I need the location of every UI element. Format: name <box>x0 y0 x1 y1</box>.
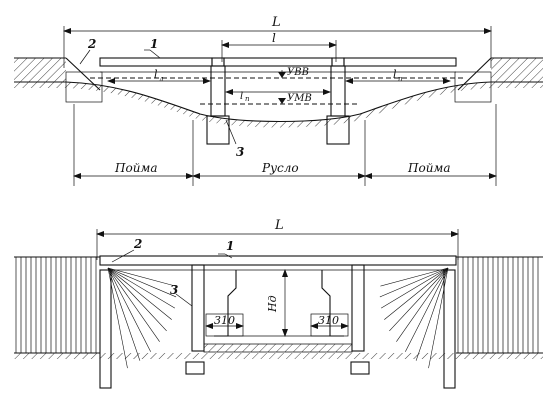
bottom-gap-right-label: 310 <box>318 314 339 327</box>
top-left-embankment <box>14 57 103 103</box>
bottom-road-clearance: Hд <box>203 269 353 353</box>
top-span-bridge-label: l <box>272 31 276 45</box>
top-floodplain-left: Пойма <box>114 161 158 175</box>
bottom-right-embankment <box>379 256 543 389</box>
top-span-mid-label: l <box>240 91 243 102</box>
bottom-support-left <box>185 264 205 375</box>
top-span-total-label: L <box>271 15 281 30</box>
top-section: L l <box>14 15 543 186</box>
bottom-label-1: 1 <box>226 239 234 253</box>
top-floodplain-right: Пойма <box>407 161 451 175</box>
bottom-clear-height: Hд <box>266 295 279 313</box>
bottom-ground <box>14 353 543 359</box>
top-right-embankment <box>454 57 543 103</box>
top-span-bridge-dimension: l <box>221 31 337 62</box>
bottom-span-total-label: L <box>274 218 284 233</box>
top-span-right-label: l <box>393 68 397 81</box>
top-pier-right <box>326 65 350 145</box>
top-label-1: 1 <box>150 37 158 51</box>
top-riverbed <box>14 81 543 128</box>
bottom-deck <box>99 255 457 271</box>
bottom-gap-left-label: 310 <box>214 314 235 327</box>
bottom-gap-right: 310 <box>310 313 349 337</box>
top-callouts: 1 2 3 <box>79 37 244 159</box>
top-span-total-dimension: L <box>63 15 492 68</box>
top-label-3: 3 <box>236 145 244 159</box>
top-umv-label: УМВ <box>287 93 312 104</box>
top-span-left-sub: л <box>159 75 163 83</box>
top-subspan-left: l л <box>107 68 211 84</box>
bottom-section: L <box>14 218 543 389</box>
top-uvv-label: УВВ <box>287 67 309 78</box>
top-subspan-right: l п <box>345 68 451 84</box>
top-span-right-sub: п <box>398 75 403 83</box>
top-span-mid-sub: п <box>245 95 250 103</box>
bottom-callouts: 1 2 3 <box>111 237 234 307</box>
bottom-gap-left: 310 <box>205 313 244 337</box>
top-label-2: 2 <box>87 37 96 51</box>
top-subspan-mid: l п <box>225 89 331 103</box>
top-span-left-label: l <box>154 68 158 81</box>
bottom-label-2: 2 <box>133 237 142 251</box>
top-channel: Русло <box>261 161 299 175</box>
bottom-left-embankment <box>14 256 177 389</box>
bottom-label-3: 3 <box>170 283 178 297</box>
bottom-span-total-dimension: L <box>96 218 459 260</box>
bottom-support-right <box>350 264 370 375</box>
top-zone-dimension: Пойма Русло Пойма <box>73 104 497 186</box>
